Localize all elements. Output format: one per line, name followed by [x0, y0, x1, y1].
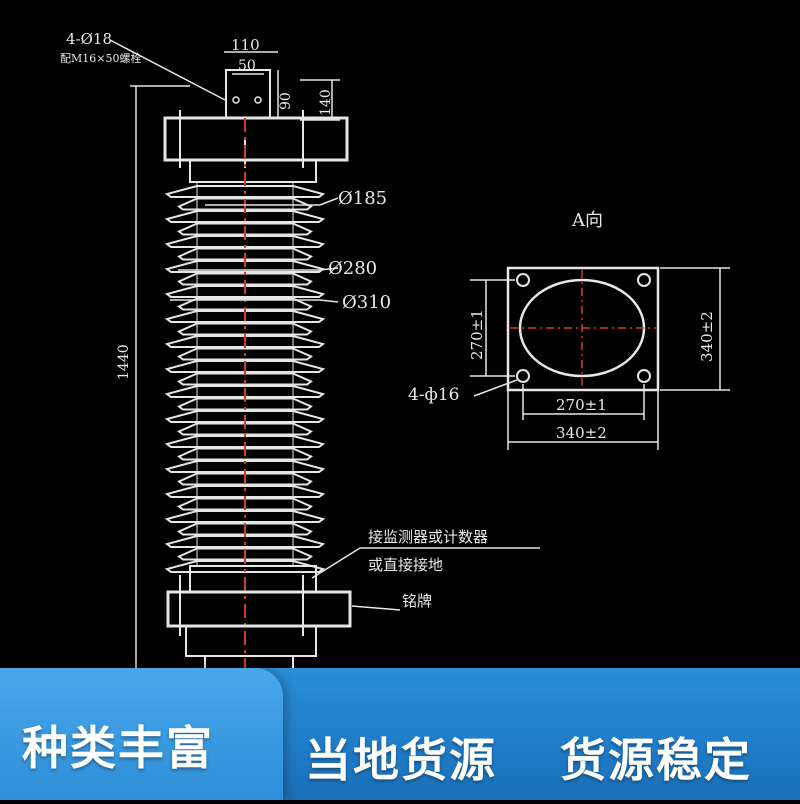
bottom-bolts	[179, 575, 304, 636]
top-flange	[163, 116, 349, 162]
dim-110-label: 110	[231, 36, 260, 54]
promo-banner-left-tab	[0, 668, 283, 800]
dia-185-label: Ø185	[338, 188, 387, 209]
top-note-1: 4-Ø18	[66, 30, 112, 48]
top-neck	[189, 159, 317, 183]
terminal-hole-1	[232, 96, 240, 104]
bottom-neck	[189, 565, 317, 593]
dim-90-label: 90	[278, 92, 294, 110]
base-centerlines	[510, 270, 656, 390]
base-plate	[506, 266, 660, 392]
base-holes	[516, 273, 651, 383]
note-nameplate: 铭牌	[402, 592, 432, 610]
dim-1440-label: 1440	[116, 344, 132, 380]
top-note-2: 配M16×50螺栓	[60, 51, 141, 65]
dim-270-horizontal: 270±1	[556, 396, 607, 414]
banner-right-text-1: 当地货源	[305, 733, 497, 787]
top-terminal	[225, 69, 271, 119]
view-label: A向	[571, 210, 603, 231]
base-hole-note: 4-ф16	[408, 385, 460, 405]
diameter-leaders	[170, 197, 339, 303]
dia-310-label: Ø310	[342, 292, 391, 313]
base-dimension-lines	[470, 267, 730, 450]
bottom-leaders	[311, 547, 540, 611]
base-insulator	[185, 625, 317, 657]
note-ground-2: 或直接接地	[368, 556, 443, 574]
note-ground-1: 接监测器或计数器	[368, 528, 488, 546]
dim-340-vertical: 340±2	[698, 311, 716, 362]
shed-disc	[164, 485, 326, 498]
bottom-flange	[166, 590, 352, 628]
terminal-hole-2	[254, 96, 262, 104]
top-dimension-lines	[109, 39, 340, 671]
banner-left-text: 种类丰富	[22, 721, 214, 775]
dim-50-label: 50	[238, 58, 256, 74]
shed-disc	[164, 535, 326, 548]
dim-140-label: 140	[318, 89, 334, 116]
dim-340-horizontal: 340±2	[556, 424, 607, 442]
banner-right-text-2: 货源稳定	[560, 733, 752, 787]
dim-270-vertical: 270±1	[468, 309, 486, 360]
insulator-sheds	[164, 181, 326, 573]
dia-280-label: Ø280	[328, 258, 377, 279]
